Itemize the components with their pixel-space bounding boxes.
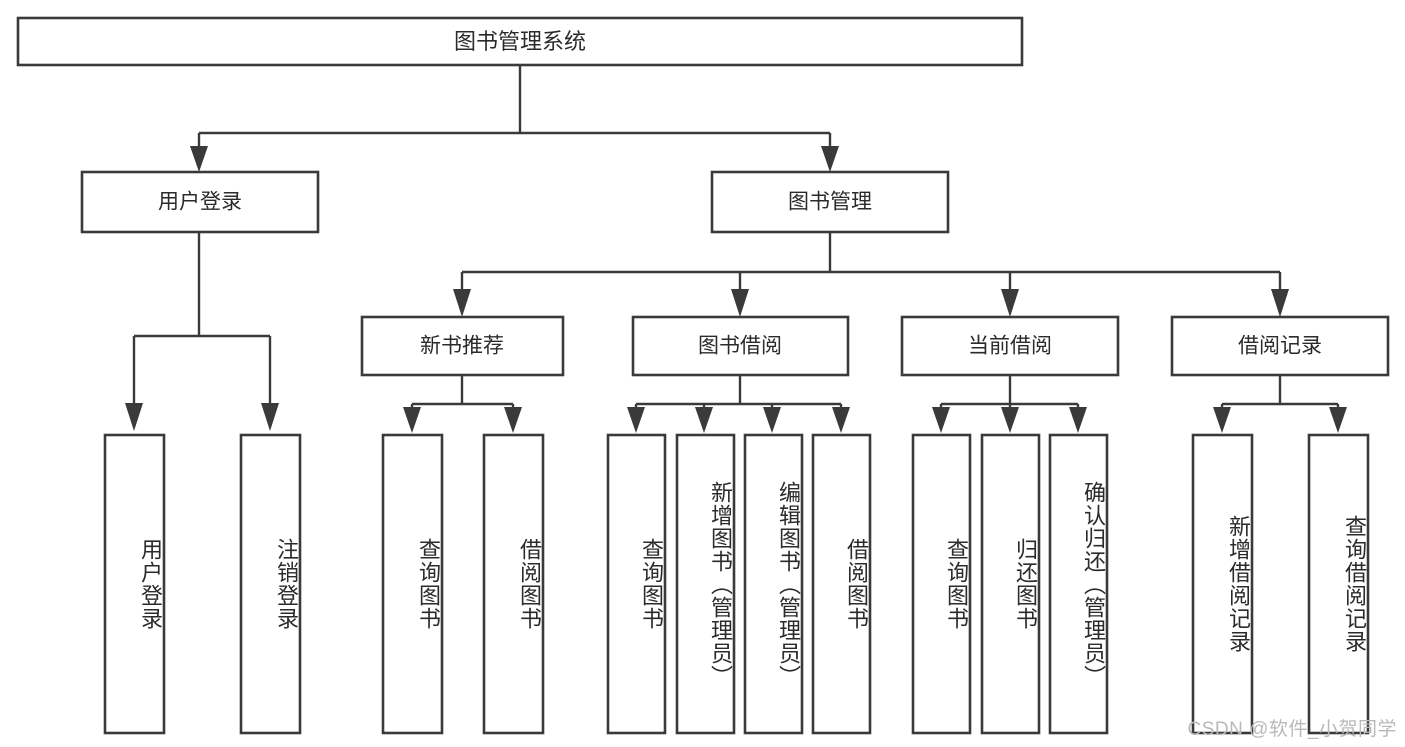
node-box-leaf-query-book-3[interactable]: [911, 433, 972, 735]
node-box-leaf-return-book[interactable]: [980, 433, 1041, 735]
node-box-current-borrow[interactable]: [900, 315, 1120, 377]
watermark-text: CSDN @软件_小贺同学: [1187, 719, 1397, 740]
arrow-icon-leaf-return-book: [1001, 407, 1019, 433]
arrow-icon-leaf-query-book-3: [932, 407, 950, 433]
node-box-leaf-add-book[interactable]: [675, 433, 736, 735]
node-label-book-borrow: 图书借阅: [698, 335, 782, 358]
arrow-icon-leaf-borrow-book-2: [832, 407, 850, 433]
arrow-icon-leaf-query-record: [1329, 407, 1347, 433]
node-box-new-book-recommend[interactable]: [360, 315, 565, 377]
node-box-borrow-record[interactable]: [1170, 315, 1390, 377]
node-box-leaf-borrow-book-2[interactable]: [811, 433, 872, 735]
node-box-book-management[interactable]: [710, 170, 950, 234]
arrow-icon-borrow-record: [1271, 289, 1289, 317]
arrow-icon-leaf-confirm-return: [1069, 407, 1087, 433]
node-label-user-login: 用户登录: [158, 191, 242, 214]
node-box-leaf-add-record[interactable]: [1191, 433, 1254, 735]
arrow-icon-new-book-recommend: [453, 289, 471, 317]
node-box-leaf-query-book-2[interactable]: [606, 433, 667, 735]
connector-layer: [125, 65, 1347, 433]
arrow-icon-leaf-logout-login: [261, 403, 279, 431]
node-box-leaf-query-book-1[interactable]: [381, 433, 444, 735]
arrow-icon-leaf-user-login: [125, 403, 143, 431]
node-layer: 图书管理系统 用户登录 图书管理 新书推荐 图书借阅 当前借阅 借阅记录: [16, 16, 1390, 735]
node-box-leaf-logout-login[interactable]: [239, 433, 302, 735]
node-box-leaf-edit-book[interactable]: [743, 433, 804, 735]
node-box-root[interactable]: [16, 16, 1024, 67]
node-label-borrow-record: 借阅记录: [1238, 335, 1322, 358]
arrow-icon-book-management: [821, 146, 839, 172]
node-label-book-management: 图书管理: [788, 191, 872, 214]
node-box-book-borrow[interactable]: [631, 315, 850, 377]
node-box-leaf-user-login[interactable]: [103, 433, 166, 735]
arrow-icon-leaf-edit-book: [763, 407, 781, 433]
node-box-leaf-confirm-return[interactable]: [1048, 433, 1109, 735]
arrow-icon-user-login: [190, 146, 208, 172]
arrow-icon-book-borrow: [731, 289, 749, 317]
arrow-icon-leaf-add-book: [695, 407, 713, 433]
node-box-user-login[interactable]: [80, 170, 320, 234]
node-label-root: 图书管理系统: [454, 29, 586, 54]
arrow-icon-leaf-query-book-1: [403, 407, 421, 433]
node-label-current-borrow: 当前借阅: [968, 335, 1052, 358]
node-box-leaf-query-record[interactable]: [1307, 433, 1370, 735]
arrow-icon-leaf-borrow-book-1: [504, 407, 522, 433]
arrow-icon-current-borrow: [1001, 289, 1019, 317]
arrow-icon-leaf-query-book-2: [627, 407, 645, 433]
node-box-leaf-borrow-book-1[interactable]: [482, 433, 545, 735]
node-label-new-book-recommend: 新书推荐: [420, 335, 504, 358]
arrow-icon-leaf-add-record: [1213, 407, 1231, 433]
